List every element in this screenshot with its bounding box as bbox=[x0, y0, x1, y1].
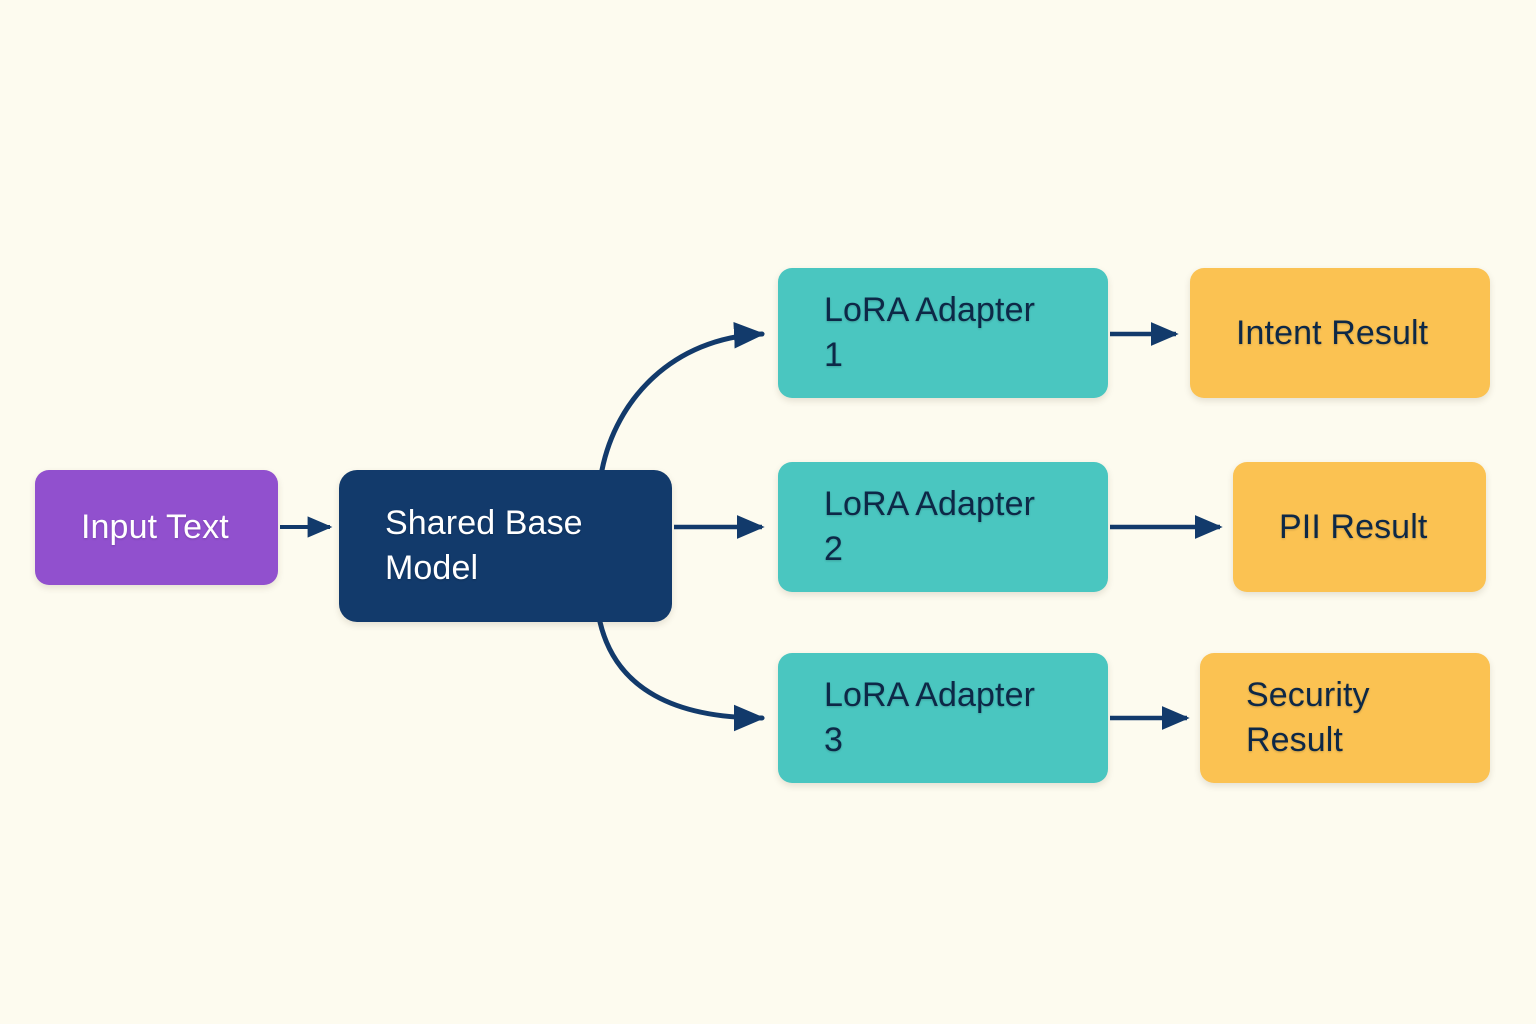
node-label-lora-adapter-1: LoRA Adapter 1 bbox=[824, 291, 1036, 374]
node-intent-result[interactable]: Intent Result bbox=[1190, 268, 1490, 398]
node-input-text[interactable]: Input Text bbox=[35, 470, 278, 585]
node-label-pii-result: PII Result bbox=[1279, 507, 1428, 546]
node-label-security-result: Security Result bbox=[1246, 676, 1370, 759]
node-lora-adapter-3[interactable]: LoRA Adapter 3 bbox=[778, 653, 1108, 783]
node-lora-adapter-1[interactable]: LoRA Adapter 1 bbox=[778, 268, 1108, 398]
node-lora-adapter-2[interactable]: LoRA Adapter 2 bbox=[778, 462, 1108, 592]
node-label-shared-base-model: Shared Base Model bbox=[385, 504, 583, 587]
node-label-intent-result: Intent Result bbox=[1236, 313, 1429, 352]
node-label-lora-adapter-2: LoRA Adapter 2 bbox=[824, 485, 1036, 568]
edge-base-to-adapter-1 bbox=[599, 322, 765, 473]
node-security-result[interactable]: Security Result bbox=[1200, 653, 1490, 783]
node-shared-base-model[interactable]: Shared Base Model bbox=[339, 470, 672, 622]
node-label-lora-adapter-3: LoRA Adapter 3 bbox=[824, 676, 1036, 759]
edge-base-to-adapter-3 bbox=[597, 619, 766, 732]
node-label-input-text: Input Text bbox=[81, 508, 229, 547]
node-pii-result[interactable]: PII Result bbox=[1233, 462, 1486, 592]
